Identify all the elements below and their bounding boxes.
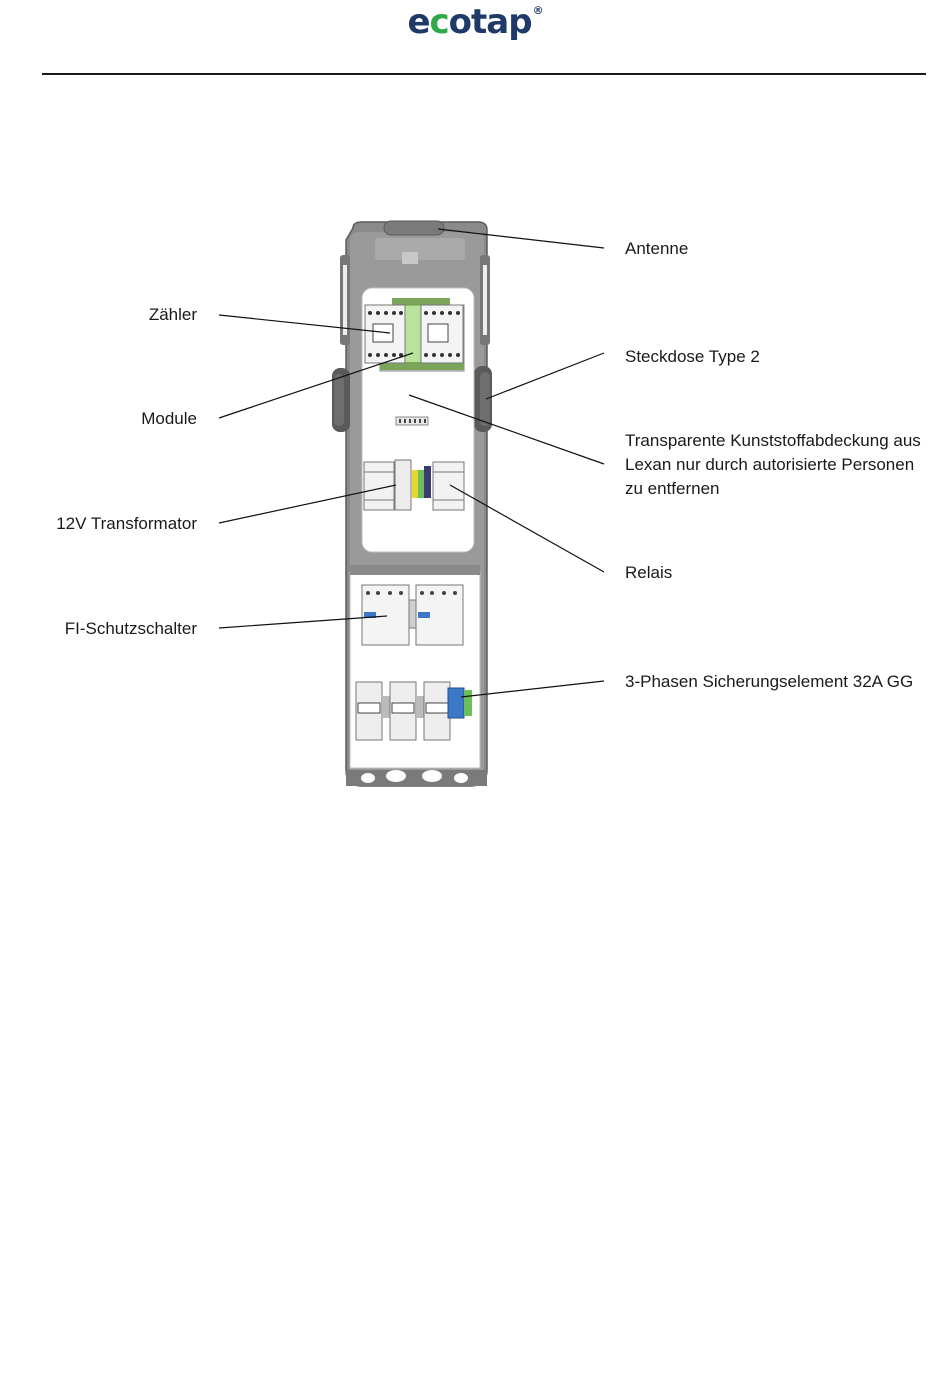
label-zaehler: Zähler [0,303,197,327]
terminal-block-colored [412,466,431,498]
label-abdeckung-line3: zu entfernen [625,477,720,501]
socket-right [474,366,492,432]
label-antenne: Antenne [625,237,688,261]
transformer-12v [395,460,411,510]
fuse-elements [356,682,450,740]
fi-switch-left [362,585,409,645]
meter-left [365,305,405,363]
relay [433,462,464,510]
label-abdeckung-line1: Transparente Kunststoffabdeckung aus [625,429,921,453]
label-sicherung: 3-Phasen Sicherungselement 32A GG [625,670,913,694]
label-transformator: 12V Transformator [0,512,197,536]
label-relais: Relais [625,561,672,585]
antenna-bump [384,221,444,235]
label-steckdose: Steckdose Type 2 [625,345,760,369]
fi-switch-right [416,585,463,645]
terminal-block-blue [448,688,472,718]
connector-strip [396,417,428,425]
label-fi-schutzschalter: FI-Schutzschalter [0,617,197,641]
cable-entries [346,770,487,786]
leader-steckdose [486,353,604,399]
meter-right [421,305,463,363]
label-abdeckung-line2: Lexan nur durch autorisierte Personen [625,453,914,477]
label-module: Module [0,407,197,431]
